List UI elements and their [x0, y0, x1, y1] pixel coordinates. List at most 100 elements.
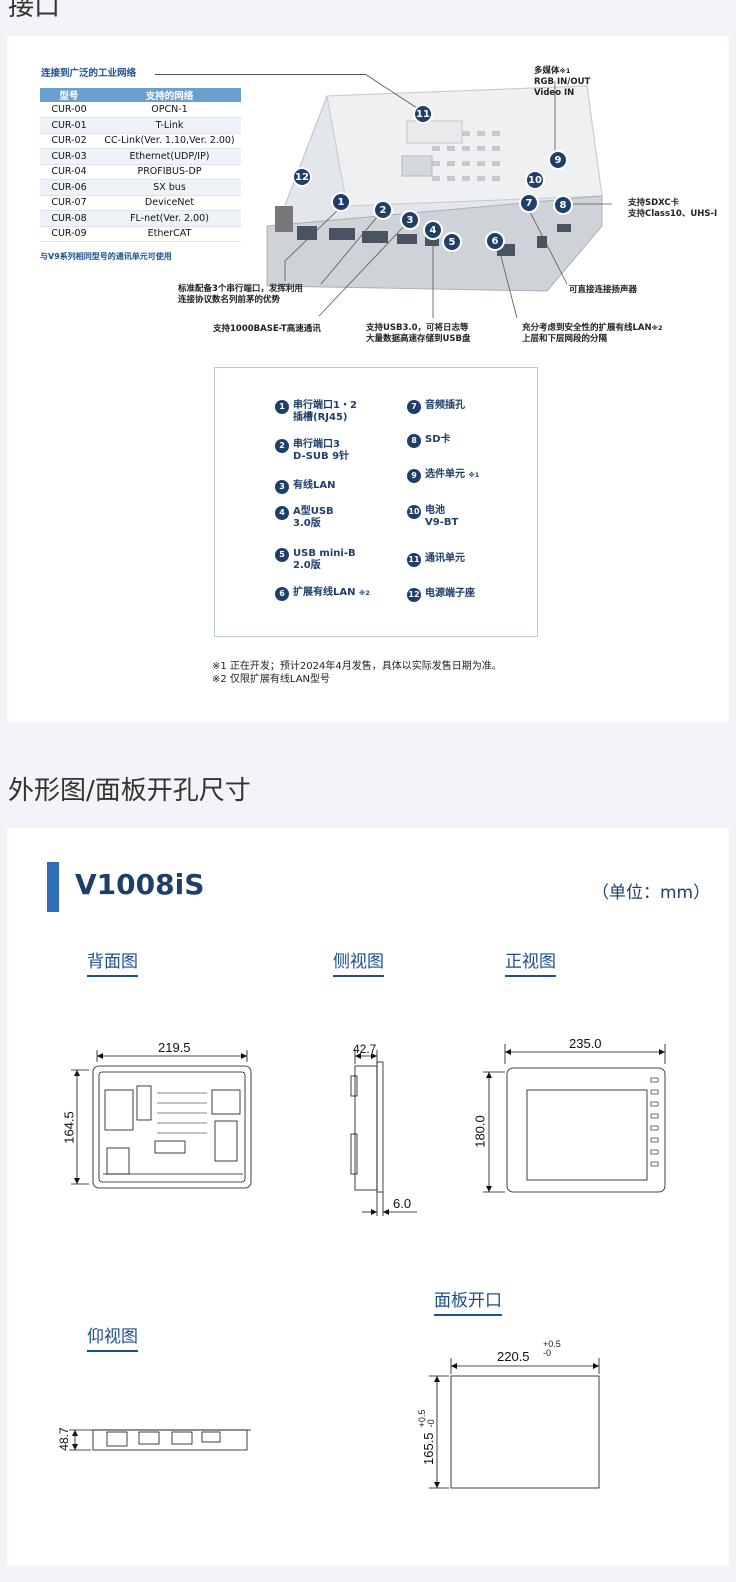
- dimension-drawings: [69, 1044, 666, 1489]
- marker-9: 9: [548, 150, 568, 170]
- marker-2: 2: [373, 200, 393, 220]
- table-header: 型号 支持的网络: [40, 88, 241, 102]
- callout-multimedia-title: 多媒体: [534, 66, 560, 76]
- cell-network: EtherCAT: [98, 226, 241, 242]
- cutout-height-value: 165.5: [421, 1432, 436, 1465]
- callout-lines: [284, 73, 612, 319]
- callout-sdxc-line1: 支持SDXC卡: [628, 198, 680, 208]
- marker-4: 4: [423, 220, 443, 240]
- cell-model: CUR-08: [40, 210, 98, 227]
- legend-number: 8: [407, 434, 421, 448]
- legend-label: 扩展有线LAN: [293, 587, 356, 598]
- legend-number: 12: [407, 588, 421, 602]
- legend-item: 7 音频插孔: [407, 400, 465, 414]
- callout-lan-line2: 上层和下层网段的分隔: [522, 334, 608, 344]
- cutout-width-tol-minus: -0: [543, 1348, 552, 1358]
- model-title: V1008iS: [75, 868, 205, 901]
- callout-lan-sup: ※2: [651, 324, 663, 332]
- legend-number: 6: [275, 587, 289, 601]
- cell-network: SX bus: [98, 179, 241, 196]
- legend-item: 6 扩展有线LAN ※2: [275, 587, 370, 601]
- cell-model: CUR-03: [40, 148, 98, 165]
- callout-serial: 标准配备3个串行端口，发挥利用 连接协议数名列前茅的优势: [178, 284, 303, 306]
- model-accent-bar: [47, 862, 59, 912]
- cutout-height-dimension: 165.5 +0.5-0: [417, 1395, 442, 1465]
- table-header-model: 型号: [40, 88, 98, 102]
- view-label-front: 正视图: [505, 947, 556, 977]
- network-title-leader: [155, 74, 365, 75]
- view-label-rear: 背面图: [87, 947, 138, 977]
- callout-lan-line1: 充分考虑到安全性的扩展有线LAN: [522, 323, 652, 333]
- callout-serial-line2: 连接协议数名列前茅的优势: [178, 295, 281, 305]
- callout-serial-line1: 标准配备3个串行端口，发挥利用: [178, 284, 303, 294]
- legend-number: 1: [275, 400, 289, 414]
- cell-model: CUR-00: [40, 102, 98, 118]
- legend-label: 电池: [425, 505, 445, 516]
- legend-item: 3 有线LAN: [275, 480, 335, 494]
- cutout-width-dimension: 220.5 +0.5-0: [497, 1340, 561, 1365]
- legend-sublabel: 插槽(RJ45): [293, 412, 348, 423]
- view-label-side: 侧视图: [333, 947, 384, 977]
- bottom-depth-value: 48.7: [57, 1427, 71, 1451]
- marker-3: 3: [400, 210, 420, 230]
- side-bezel-value: 6.0: [393, 1196, 412, 1211]
- cell-model: CUR-09: [40, 226, 98, 242]
- legend-label: 选件单元: [425, 469, 465, 480]
- callout-sdxc-line2: 支持Class10、UHS-I: [628, 209, 718, 219]
- callout-multimedia-video: Video IN: [534, 88, 575, 98]
- legend-sublabel: 3.0版: [293, 518, 321, 529]
- legend-label: 音频插孔: [425, 400, 465, 411]
- view-label-cutout: 面板开口: [434, 1286, 502, 1316]
- marker-12: 12: [292, 167, 312, 187]
- device-rear-illustration: [266, 85, 603, 292]
- legend-sublabel: D-SUB 9针: [293, 451, 350, 462]
- legend-number: 3: [275, 480, 289, 494]
- legend-label: 有线LAN: [293, 480, 336, 491]
- callout-multimedia-sup: ※1: [559, 67, 571, 75]
- cell-network: Ethernet(UDP/IP): [98, 148, 241, 165]
- legend-sup: ※2: [358, 589, 370, 597]
- cell-model: CUR-06: [40, 179, 98, 196]
- callout-usb-line1: 支持USB3.0，可将日志等: [366, 323, 469, 333]
- network-title: 连接到广泛的工业网络: [41, 68, 137, 79]
- marker-5: 5: [442, 232, 462, 252]
- legend-number: 7: [407, 400, 421, 414]
- rear-width-value: 219.5: [158, 1040, 191, 1055]
- cutout-height-tolerance: +0.5-0: [417, 1410, 436, 1428]
- legend-sublabel: 2.0版: [293, 560, 321, 571]
- legend-label: 串行端口3: [293, 439, 340, 450]
- cell-network: DeviceNet: [98, 195, 241, 211]
- dimensions-card: V1008iS （单位：mm） 背面图 侧视图 正视图 面板开口 仰视图: [7, 828, 729, 1566]
- cell-network: OPCN-1: [98, 102, 241, 118]
- callout-multimedia-rgb: RGB IN/OUT: [534, 77, 591, 87]
- legend-number: 2: [275, 439, 289, 453]
- cutout-width-tolerance: +0.5-0: [543, 1340, 561, 1358]
- legend-label: 串行端口1・2: [293, 400, 357, 411]
- cell-network: FL-net(Ver. 2.00): [98, 210, 241, 227]
- unit-label: （单位：mm）: [592, 883, 711, 903]
- cell-model: CUR-01: [40, 117, 98, 134]
- table-header-network: 支持的网络: [98, 88, 241, 102]
- callout-sdxc: 支持SDXC卡 支持Class10、UHS-I: [628, 198, 717, 220]
- footnote-1: ※1 正在开发；预计2024年4月发售，具体以实际发售日期为准。: [212, 661, 502, 672]
- marker-10: 10: [525, 170, 545, 190]
- callout-lan: 充分考虑到安全性的扩展有线LAN※2 上层和下层网段的分隔: [522, 323, 662, 345]
- cell-model: CUR-07: [40, 195, 98, 211]
- legend-sup: ※1: [468, 471, 480, 479]
- callout-speaker: 可直接连接扬声器: [569, 285, 638, 295]
- legend-label: USB mini-B: [293, 548, 356, 559]
- cell-model: CUR-04: [40, 164, 98, 180]
- side-depth-value: 42.7: [353, 1042, 377, 1056]
- legend-number: 11: [407, 553, 421, 567]
